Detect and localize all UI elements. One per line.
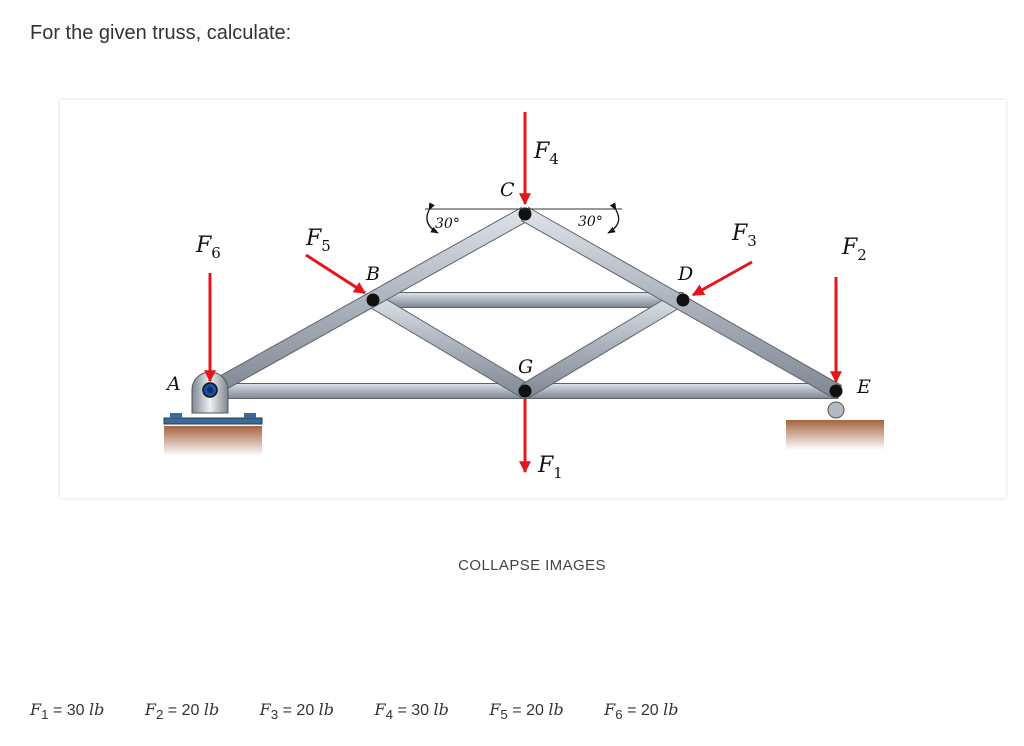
joints xyxy=(366,207,843,398)
joint-d xyxy=(676,293,690,307)
label-f6: F6 xyxy=(195,233,221,262)
label-f1: F1 xyxy=(537,453,563,482)
given-f4: F4 = 30 lb xyxy=(374,700,449,723)
joint-c xyxy=(518,207,532,221)
angle-right: 30° xyxy=(578,214,603,230)
label-f2: F2 xyxy=(841,235,867,264)
member-bg xyxy=(367,292,531,399)
angle-arc-right xyxy=(607,202,620,234)
collapse-images-button[interactable]: COLLAPSE IMAGES xyxy=(458,557,606,574)
label-e: E xyxy=(856,376,871,398)
label-f3: F3 xyxy=(731,221,757,250)
given-f3: F3 = 20 lb xyxy=(259,700,335,723)
pin-support xyxy=(163,413,263,425)
node-labels: C B D G A E xyxy=(165,179,871,398)
roller-support xyxy=(827,401,845,419)
label-c: C xyxy=(500,179,515,201)
pin-body xyxy=(191,371,229,414)
left-ground xyxy=(164,426,262,456)
joint-e xyxy=(829,384,843,398)
label-a: A xyxy=(165,373,181,395)
joint-g xyxy=(518,384,532,398)
given-f1: F1 = 30 lb xyxy=(30,700,105,723)
label-b: B xyxy=(365,263,380,285)
given-f2: F2 = 20 lb xyxy=(144,700,220,723)
label-f5: F5 xyxy=(305,226,331,255)
truss-figure: 30° 30° C B D G A E F4 F1 F6 F5 F3 F2 xyxy=(60,100,1006,498)
force-arrows xyxy=(204,112,842,474)
angle-arc-left xyxy=(426,202,439,234)
member-bd xyxy=(372,292,684,308)
truss-diagram: 30° 30° C B D G A E F4 F1 F6 F5 F3 F2 xyxy=(163,112,884,482)
label-d: D xyxy=(677,263,693,285)
question-text: For the given truss, calculate: xyxy=(30,22,292,44)
given-f5: F5 = 20 lb xyxy=(489,700,564,723)
force-labels: F4 F1 F6 F5 F3 F2 xyxy=(195,139,867,482)
right-ground xyxy=(786,420,884,450)
given-forces: F1 = 30 lb F2 = 20 lb F3 = 20 lb F4 = 30… xyxy=(30,700,715,722)
given-f6: F6 = 20 lb xyxy=(604,700,679,723)
joint-b xyxy=(366,293,380,307)
member-gd xyxy=(520,291,685,399)
label-g: G xyxy=(518,356,533,378)
label-f4: F4 xyxy=(533,139,559,168)
angle-left: 30° xyxy=(435,216,460,232)
arrow-f5 xyxy=(305,253,367,295)
arrow-f3 xyxy=(691,260,753,297)
